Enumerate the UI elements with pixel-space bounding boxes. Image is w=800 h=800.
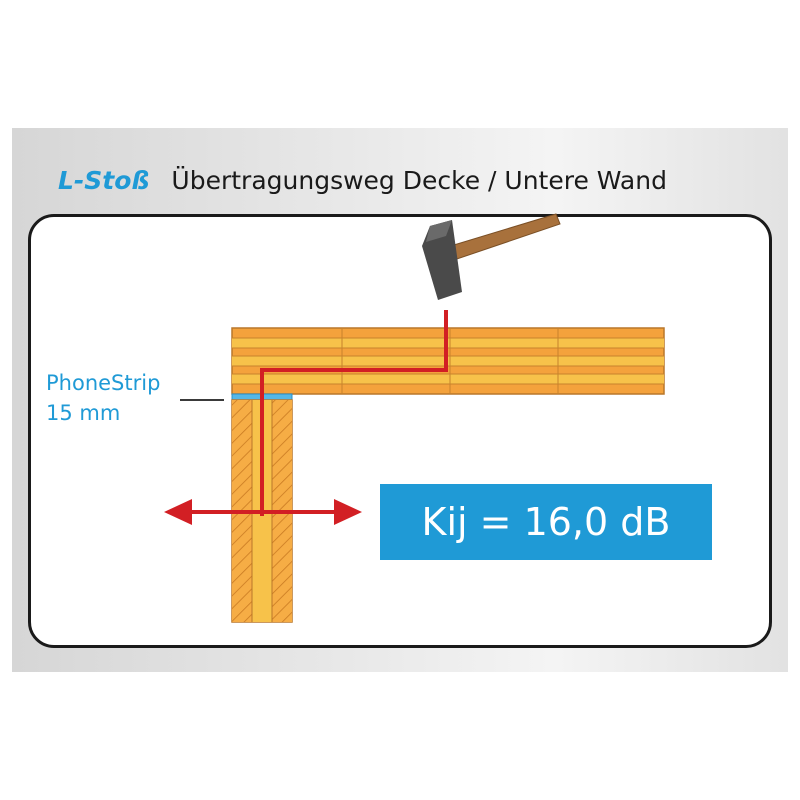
phonestrip-annotation: PhoneStrip 15 mm: [46, 368, 160, 428]
transmission-path-title: Übertragungsweg Decke / Untere Wand: [171, 165, 667, 195]
joint-type-label: L-Stoß: [58, 165, 150, 195]
diagram-frame: [28, 214, 772, 648]
hammer-icon: [422, 213, 561, 300]
phonestrip-thickness: 15 mm: [46, 401, 121, 425]
double-arrow-icon: [164, 499, 362, 525]
transmission-path: [260, 310, 448, 512]
kij-value: Kij = 16,0 dB: [421, 500, 671, 544]
phonestrip-name: PhoneStrip: [46, 371, 161, 395]
diagram-heading: L-Stoß Übertragungsweg Decke / Untere Wa…: [58, 160, 667, 200]
kij-result-box: Kij = 16,0 dB: [380, 484, 712, 560]
